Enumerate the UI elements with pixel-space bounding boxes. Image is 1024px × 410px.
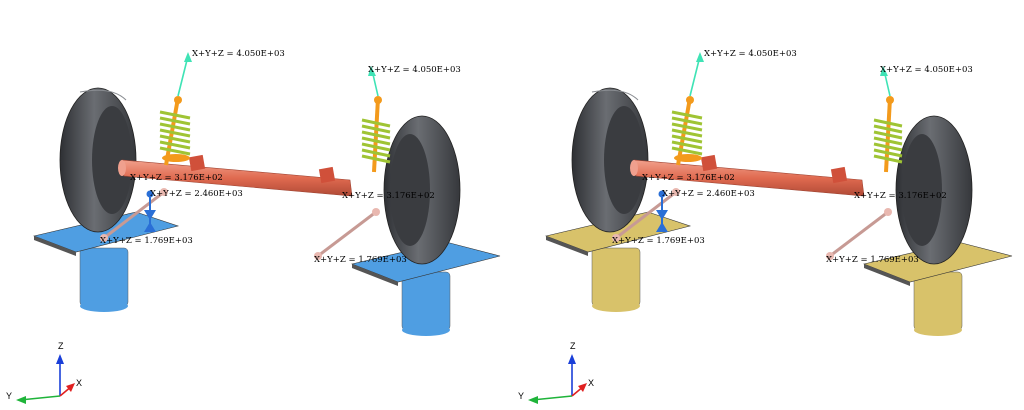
force-vector-right xyxy=(368,66,379,97)
label-spring-right: X+Y+Z = 4.050E+03 xyxy=(368,65,461,75)
suspension-scene[interactable]: X+Y+Z = 4.050E+03 X+Y+Z = 4.050E+03 X+Y+… xyxy=(512,0,1024,410)
tire-left xyxy=(59,87,137,233)
spring-left xyxy=(159,96,191,166)
label-arm-left: X+Y+Z = 1.769E+03 xyxy=(612,236,705,246)
label-damper: X+Y+Z = 2.460E+03 xyxy=(662,189,755,199)
label-arm-right: X+Y+Z = 1.769E+03 xyxy=(826,255,919,265)
coordinate-triad: Z Y X xyxy=(518,341,594,404)
force-vector-left xyxy=(689,52,704,97)
arm-right xyxy=(314,208,380,260)
tire-right xyxy=(383,115,461,265)
spring-right xyxy=(361,96,391,173)
viewport-left[interactable]: X+Y+Z = 4.050E+03 X+Y+Z = 4.050E+03 X+Y+… xyxy=(0,0,512,410)
force-vector-right xyxy=(880,66,891,97)
label-arm-left: X+Y+Z = 1.769E+03 xyxy=(100,236,193,246)
force-vector-left xyxy=(177,52,192,97)
label-axle-right: X+Y+Z = 3.176E+02 xyxy=(342,191,435,201)
damper-marker xyxy=(656,190,668,232)
arm-right xyxy=(826,208,892,260)
triad-x-label: X xyxy=(588,378,594,388)
coordinate-triad: Z Y X xyxy=(6,341,82,404)
triad-z-label: Z xyxy=(58,341,64,351)
label-damper: X+Y+Z = 2.460E+03 xyxy=(150,189,243,199)
label-spring-left: X+Y+Z = 4.050E+03 xyxy=(704,49,797,59)
label-arm-right: X+Y+Z = 1.769E+03 xyxy=(314,255,407,265)
spring-right xyxy=(873,96,903,173)
triad-z-label: Z xyxy=(570,341,576,351)
label-axle-left: X+Y+Z = 3.176E+02 xyxy=(130,173,223,183)
platform-left xyxy=(544,211,692,312)
label-axle-left: X+Y+Z = 3.176E+02 xyxy=(642,173,735,183)
label-axle-right: X+Y+Z = 3.176E+02 xyxy=(854,191,947,201)
tire-right xyxy=(895,115,973,265)
triad-x-label: X xyxy=(76,378,82,388)
arm-left xyxy=(100,188,168,242)
axle-beam xyxy=(630,154,865,197)
platform-left xyxy=(32,211,180,312)
label-spring-right: X+Y+Z = 4.050E+03 xyxy=(880,65,973,75)
damper-marker xyxy=(144,190,156,232)
spring-left xyxy=(671,96,703,166)
viewport-right[interactable]: X+Y+Z = 4.050E+03 X+Y+Z = 4.050E+03 X+Y+… xyxy=(512,0,1024,410)
arm-left xyxy=(612,188,680,242)
axle-beam xyxy=(118,154,353,197)
tire-left xyxy=(571,87,649,233)
suspension-scene[interactable]: X+Y+Z = 4.050E+03 X+Y+Z = 4.050E+03 X+Y+… xyxy=(0,0,512,410)
triad-y-label: Y xyxy=(6,391,12,401)
label-spring-left: X+Y+Z = 4.050E+03 xyxy=(192,49,285,59)
triad-y-label: Y xyxy=(518,391,524,401)
